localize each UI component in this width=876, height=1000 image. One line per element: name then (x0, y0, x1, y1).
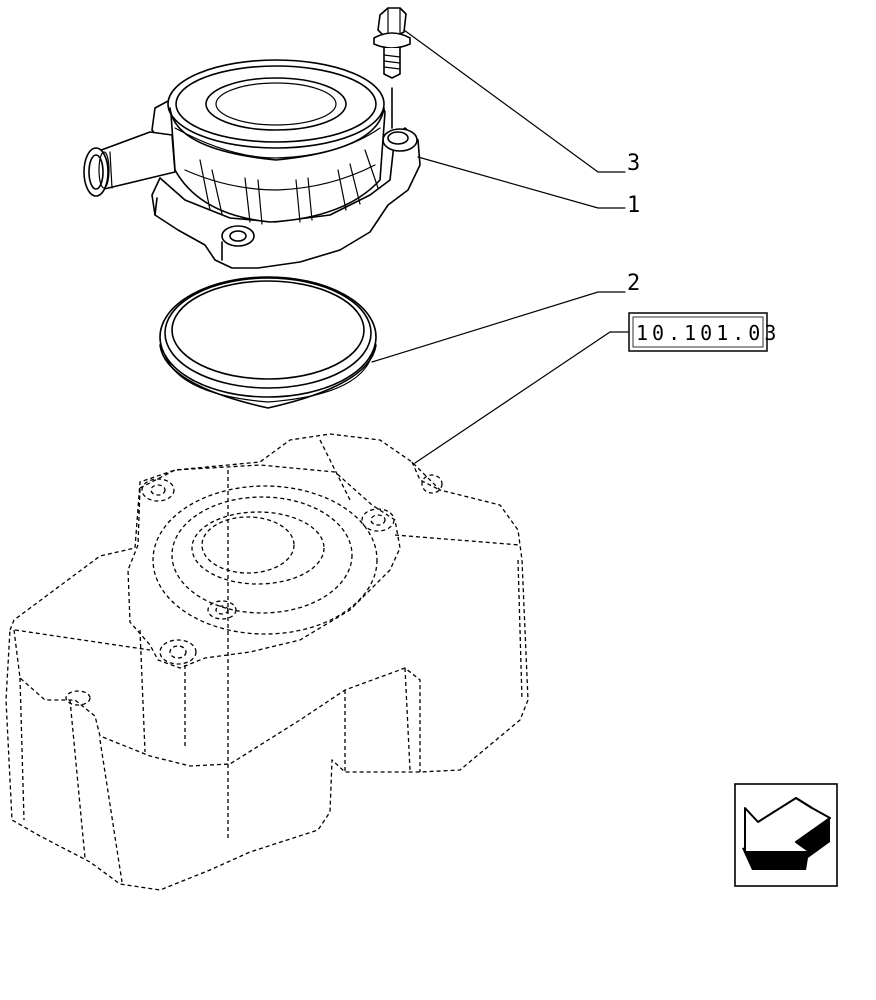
callout-1: 1 (627, 193, 640, 218)
bolt-part-3 (373, 7, 411, 129)
reference-box[interactable]: 10.101.03 (628, 312, 780, 352)
seal-ring-part-2 (159, 276, 377, 409)
cover-part-1 (83, 59, 421, 269)
callout-3: 3 (627, 151, 640, 176)
previous-page-arrow-icon[interactable] (734, 783, 838, 887)
reference-code: 10.101.03 (636, 321, 780, 345)
leader-lines (371, 29, 629, 464)
engine-housing-outline (5, 433, 529, 891)
callout-2: 2 (627, 271, 640, 296)
